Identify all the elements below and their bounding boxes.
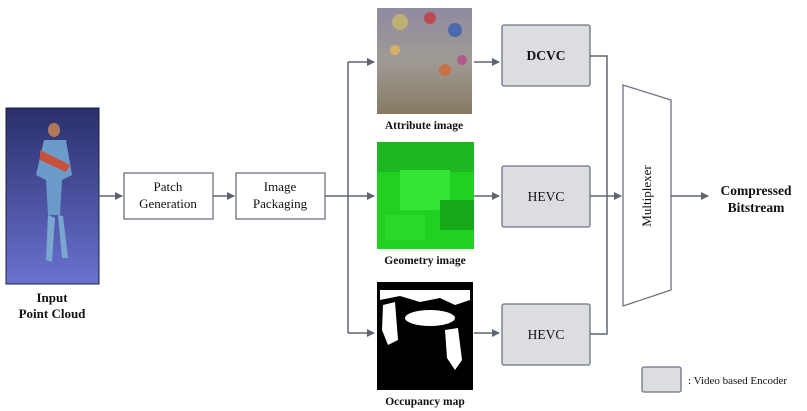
attribute-image-panel: Attribute image: [377, 8, 472, 132]
patch-generation-box: Patch Generation: [123, 172, 214, 220]
image-packaging-line2: Packaging: [253, 196, 308, 211]
multiplexer-label: Multiplexer: [639, 165, 654, 227]
split-connector: [325, 58, 375, 337]
image-packaging-box: Image Packaging: [235, 172, 326, 220]
merge-connector: [590, 55, 622, 335]
occupancy-map-label: Occupancy map: [385, 396, 465, 408]
occupancy-map-panel: Occupancy map: [377, 282, 473, 408]
dcvc-label: DCVC: [527, 48, 566, 63]
legend-text: : Video based Encoder: [688, 375, 787, 387]
dcvc-encoder-box: DCVC: [501, 24, 591, 87]
multiplexer-block: Multiplexer: [622, 84, 672, 307]
patch-generation-line2: Generation: [139, 196, 197, 211]
geometry-image-label: Geometry image: [384, 255, 465, 267]
output-label-line2: Bitstream: [728, 200, 785, 215]
input-label-line1: Input: [36, 290, 68, 305]
input-point-cloud: Input Point Cloud: [5, 107, 100, 321]
person-figure-icon: [36, 123, 72, 262]
output-label: Compressed Bitstream: [720, 183, 791, 215]
hevc-geometry-encoder-box: HEVC: [501, 165, 591, 228]
output-label-line1: Compressed: [720, 183, 791, 198]
attribute-image-label: Attribute image: [385, 120, 463, 132]
hevc-occupancy-label: HEVC: [528, 327, 565, 342]
hevc-geometry-label: HEVC: [528, 189, 565, 204]
legend: : Video based Encoder: [641, 366, 787, 393]
image-packaging-line1: Image: [264, 179, 297, 194]
patch-generation-line1: Patch: [154, 179, 183, 194]
legend-swatch: [641, 366, 682, 393]
hevc-occupancy-encoder-box: HEVC: [501, 303, 591, 366]
geometry-image-panel: Geometry image: [377, 142, 474, 267]
input-label-line2: Point Cloud: [19, 306, 87, 321]
